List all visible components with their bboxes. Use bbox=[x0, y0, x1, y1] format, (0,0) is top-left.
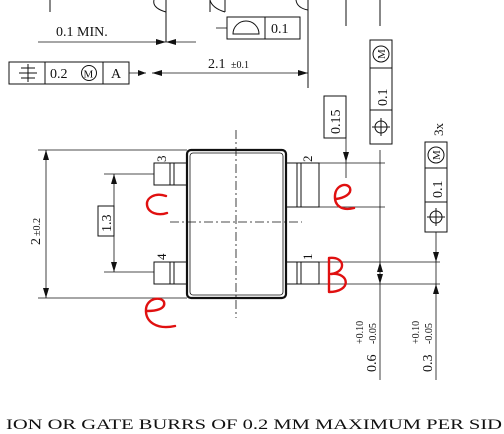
lead-position-frame-1: 0.1 M bbox=[369, 39, 393, 145]
profile-tolerance-frame: 0.1 bbox=[216, 16, 301, 40]
datum-letter: A bbox=[111, 67, 122, 82]
top-section: 0.1 MIN. 0.1 0.2 M A bbox=[8, 0, 381, 88]
lead-width-b-plus: +0.10 bbox=[411, 321, 422, 344]
pin-label-3: 3 bbox=[154, 156, 169, 163]
annotation-e-mark-lower bbox=[144, 297, 177, 329]
lead-pin-4 bbox=[153, 261, 188, 285]
pin-label-1: 1 bbox=[300, 254, 315, 261]
lead-pos-2-count: 3x bbox=[431, 123, 446, 137]
lead-width-b-minus: -0.05 bbox=[424, 323, 435, 344]
profile-tolerance-value: 0.1 bbox=[271, 22, 289, 37]
width-dimension-tol: ±0.1 bbox=[231, 60, 249, 71]
height-value: 2 bbox=[29, 238, 44, 245]
annotation-e-mark-upper bbox=[333, 183, 356, 210]
pin-label-2: 2 bbox=[300, 156, 315, 163]
lead-width-dimension-a: 0.6 +0.10 -0.05 bbox=[355, 321, 380, 372]
position-crosshair-icon-2 bbox=[427, 208, 445, 226]
lead-pin-1 bbox=[285, 261, 320, 285]
lead-spacing-dimension: 1.3 bbox=[97, 173, 154, 273]
lead-pos-1-tolerance: 0.1 bbox=[376, 89, 391, 107]
footer-note: ION OR GATE BURRS OF 0.2 MM MAXIMUM PER … bbox=[6, 417, 502, 433]
height-dimension: 2 ±0.2 bbox=[29, 149, 187, 299]
lead-pin-2 bbox=[285, 162, 320, 208]
lead-pos-1-modifier: M bbox=[376, 49, 388, 59]
right-extension-lines bbox=[319, 150, 440, 380]
lead-position-frame-2: 0.1 M 3x bbox=[424, 123, 448, 233]
handwritten-annotations bbox=[144, 183, 356, 329]
lead-width-dimension-b: 0.3 +0.10 -0.05 bbox=[411, 321, 436, 372]
position-symbol-icon bbox=[19, 64, 37, 82]
width-dimension-value: 2.1 bbox=[208, 57, 226, 72]
annotation-c-mark bbox=[145, 193, 169, 216]
height-tol: ±0.2 bbox=[32, 218, 43, 236]
lead-pos-2-modifier: M bbox=[431, 150, 443, 160]
lead-width-a-plus: +0.10 bbox=[355, 321, 366, 344]
pitch-value: 0.15 bbox=[329, 110, 344, 135]
pitch-dimension: 0.15 bbox=[323, 95, 349, 178]
lead-width-a-value: 0.6 bbox=[365, 355, 380, 373]
pin-label-4: 4 bbox=[154, 253, 169, 260]
lead-width-b-value: 0.3 bbox=[421, 355, 436, 373]
lead-pos-2-tolerance: 0.1 bbox=[431, 181, 446, 199]
min-clearance-label: 0.1 MIN. bbox=[56, 25, 108, 40]
lead-pin-3 bbox=[153, 162, 188, 186]
datum-tolerance-value: 0.2 bbox=[50, 67, 68, 82]
mmc-modifier-label: M bbox=[84, 69, 94, 81]
lead-width-a-minus: -0.05 bbox=[368, 323, 379, 344]
annotation-b-mark bbox=[327, 256, 347, 294]
datum-a-frame: 0.2 M A bbox=[8, 61, 146, 85]
spacing-value: 1.3 bbox=[100, 215, 115, 233]
position-crosshair-icon bbox=[372, 118, 390, 136]
package-body bbox=[170, 130, 302, 318]
